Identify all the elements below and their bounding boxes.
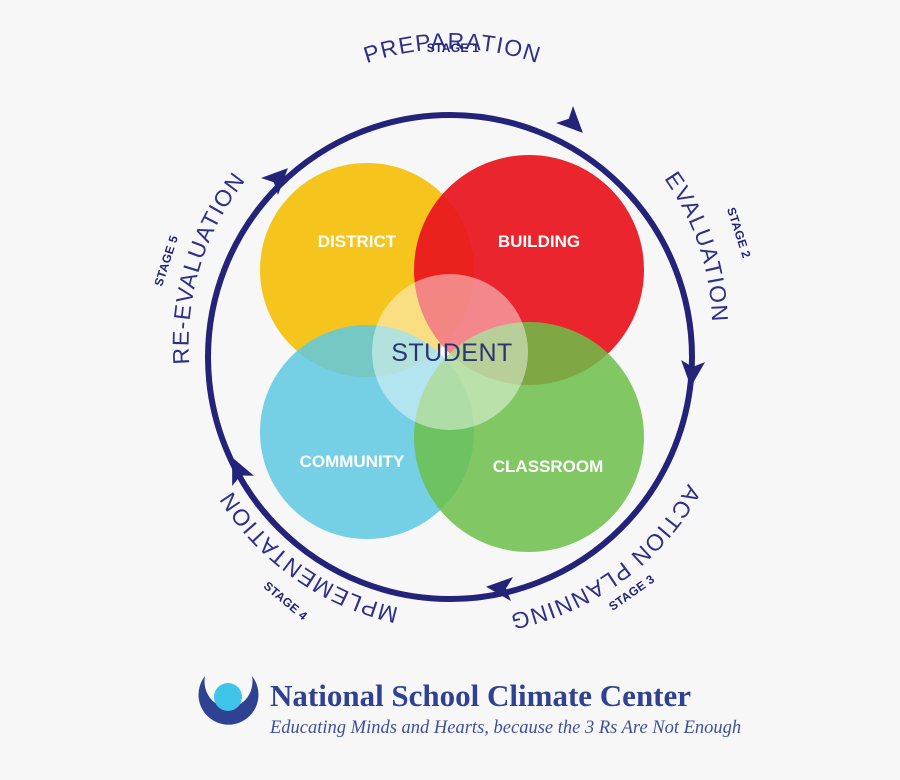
stage-2-number: STAGE 2 <box>724 206 754 260</box>
stage-1-number: STAGE 1 <box>427 41 480 55</box>
cycle-arrow-icon <box>681 359 706 387</box>
cycle-arrow-icon <box>556 106 583 133</box>
venn-diagram <box>260 155 644 552</box>
district-circle <box>260 163 474 377</box>
nscc-logo <box>198 676 259 725</box>
cycle-arrow-icon <box>232 457 254 486</box>
organization-name: National School Climate Center <box>270 678 691 713</box>
cycle-arrow-icon <box>486 577 514 602</box>
student-label: STUDENT <box>391 339 513 367</box>
classroom-label: CLASSROOM <box>493 457 604 476</box>
community-label: COMMUNITY <box>300 452 405 471</box>
building-circle <box>414 155 644 385</box>
logo-ring-icon <box>198 676 259 725</box>
district-label: DISTRICT <box>318 232 397 251</box>
cycle-ring <box>205 112 695 602</box>
cycle-arrow-icon <box>261 168 288 195</box>
organization-tagline: Educating Minds and Hearts, because the … <box>269 718 741 738</box>
community-circle <box>260 325 474 539</box>
student-center-circle <box>372 274 528 430</box>
logo-dot-icon <box>214 683 242 711</box>
stage-2-name: EVALUATION <box>660 167 733 323</box>
classroom-circle <box>414 322 644 552</box>
building-label: BUILDING <box>498 232 580 251</box>
